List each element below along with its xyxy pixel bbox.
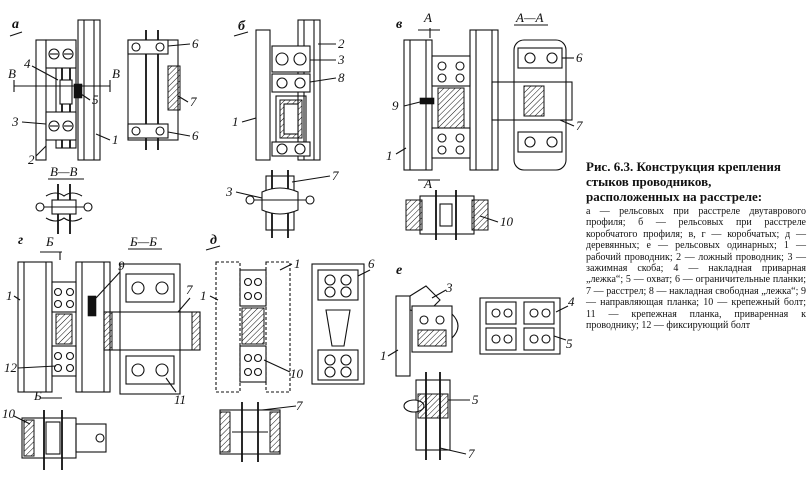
callout-5-e-section: 5 (472, 392, 479, 407)
panel-e-side-view: 4 5 (479, 294, 575, 355)
panel-d-front-view: д 1 1 10 (200, 233, 304, 393)
panel-v-front-view: в А 9 1 А (386, 10, 499, 191)
panel-b-section: 7 3 (225, 168, 339, 238)
callout-2-a: 2 (28, 152, 35, 167)
callout-5-a: 5 (92, 92, 99, 107)
section-vv-label: В—В (50, 164, 78, 179)
callout-1-d-top: 1 (294, 256, 301, 271)
panel-a-side-view: 6 7 6 (127, 30, 199, 150)
panel-b-front-view: б 2 3 8 1 (232, 19, 345, 161)
panel-d-label: д (210, 233, 217, 248)
callout-1-v: 1 (386, 148, 393, 163)
panel-e-bottom-section: 5 7 (403, 372, 479, 461)
callout-6-a-top: 6 (192, 36, 199, 51)
panel-v-bottom-section: 10 (405, 190, 514, 240)
panel-b-label: б (238, 19, 246, 34)
callout-3-a: 3 (11, 114, 19, 129)
panel-d-side-view: 6 (311, 256, 375, 385)
callout-3-b: 3 (337, 52, 345, 67)
callout-7-g: 7 (186, 282, 193, 297)
callout-7-e: 7 (468, 446, 475, 461)
callout-1-e: 1 (380, 348, 387, 363)
callout-11-g: 11 (174, 392, 186, 407)
callout-9-g: 9 (118, 258, 125, 273)
callout-4-e: 4 (568, 294, 575, 309)
panel-v-section-aa: А—А 6 7 (491, 10, 583, 171)
callout-7-d: 7 (296, 398, 303, 413)
callout-3-e: 3 (445, 280, 453, 295)
callout-6-d: 6 (368, 256, 375, 271)
callout-4-a: 4 (24, 56, 31, 71)
panel-g-bottom-section: 10 (2, 406, 107, 470)
panel-e-front-view: е 3 1 (380, 263, 459, 377)
section-bb-label: Б—Б (129, 234, 157, 249)
callout-10-g: 10 (2, 406, 16, 421)
panel-a-front-view: а В В 4 5 3 2 1 (8, 17, 120, 167)
panel-d-bottom-section: 7 (219, 398, 303, 462)
figure-caption: Рис. 6.3. Конструкция крепления стыков п… (586, 159, 806, 331)
callout-3-b-section: 3 (225, 184, 233, 199)
callout-6-v: 6 (576, 50, 583, 65)
section-mark-b-top: Б (45, 234, 54, 249)
callout-5-e: 5 (566, 336, 573, 351)
panel-a-label: а (12, 17, 19, 32)
panel-v-label: в (396, 17, 403, 32)
callout-1-a: 1 (112, 132, 119, 147)
callout-1-b: 1 (232, 114, 239, 129)
panel-g-section-bb: Б—Б 7 11 (103, 234, 201, 407)
callout-7-a: 7 (190, 94, 197, 109)
panel-g-front-view: г Б 9 1 12 Б (4, 233, 125, 403)
section-mark-v-right: В (112, 66, 120, 81)
callout-1-g: 1 (6, 288, 13, 303)
callout-12-g: 12 (4, 360, 18, 375)
section-mark-v-left: В (8, 66, 16, 81)
section-vv: В—В (35, 164, 93, 234)
callout-1-d-left: 1 (200, 288, 207, 303)
callout-2-b: 2 (338, 36, 345, 51)
callout-7-b: 7 (332, 168, 339, 183)
panel-e-label: е (396, 263, 402, 278)
section-mark-b-bottom: Б (33, 388, 42, 403)
callout-6-a-bottom: 6 (192, 128, 199, 143)
callout-9-v: 9 (392, 98, 399, 113)
panel-g-label: г (18, 233, 23, 248)
caption-title: Рис. 6.3. Конструкция крепления стыков п… (586, 159, 781, 204)
caption-body: а — рельсовых при расстреле двутаврового… (586, 206, 806, 332)
callout-7-v: 7 (576, 118, 583, 133)
section-aa-label: А—А (515, 10, 544, 25)
section-mark-a-top: А (423, 10, 432, 25)
section-mark-a-bottom: А (423, 176, 432, 191)
callout-10-d: 10 (290, 366, 304, 381)
callout-10-v: 10 (500, 214, 514, 229)
callout-8-b: 8 (338, 70, 345, 85)
